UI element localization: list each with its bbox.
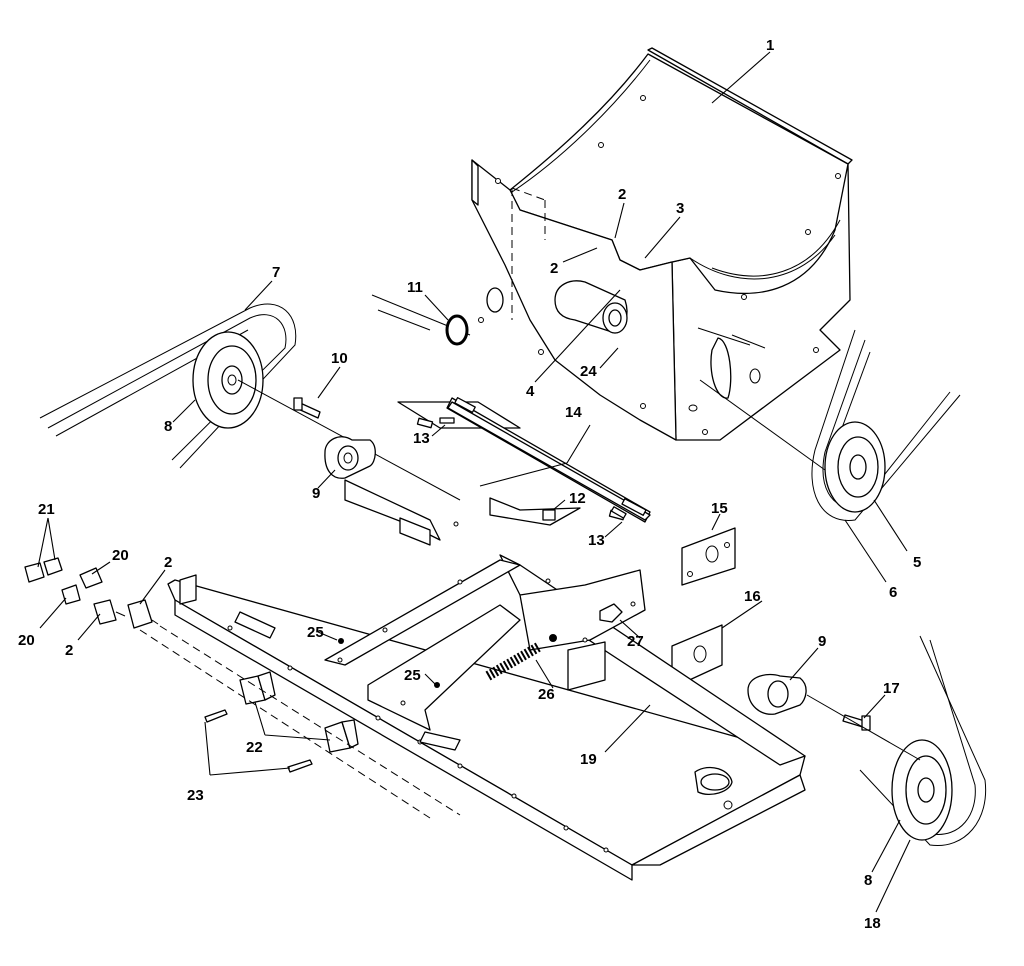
callout-2: 2 bbox=[550, 260, 558, 277]
callout-24: 24 bbox=[580, 363, 597, 380]
shaft-pin-keys bbox=[439, 397, 651, 521]
callout-9: 9 bbox=[312, 485, 320, 502]
callout-18: 18 bbox=[864, 915, 881, 932]
callout-2: 2 bbox=[618, 186, 626, 203]
right-top-pulley-belt bbox=[699, 329, 961, 521]
left-pulley-belt bbox=[39, 303, 461, 501]
callout-19: 19 bbox=[580, 751, 597, 768]
main-frame bbox=[167, 521, 806, 881]
callout-25: 25 bbox=[404, 667, 421, 684]
clamps-bolts bbox=[139, 625, 461, 819]
callout-2: 2 bbox=[65, 642, 73, 659]
callout-26: 26 bbox=[538, 686, 555, 703]
drive-shaft bbox=[371, 287, 504, 346]
callout-5: 5 bbox=[913, 554, 921, 571]
callout-14: 14 bbox=[565, 404, 582, 421]
callout-6: 6 bbox=[889, 584, 897, 601]
callout-12: 12 bbox=[569, 490, 586, 507]
left-fittings bbox=[24, 557, 159, 629]
bearing-right bbox=[747, 673, 921, 761]
callout-8: 8 bbox=[164, 418, 172, 435]
callout-17: 17 bbox=[883, 680, 900, 697]
callout-8: 8 bbox=[864, 872, 872, 889]
callout-9: 9 bbox=[818, 633, 826, 650]
callout-13: 13 bbox=[588, 532, 605, 549]
callout-7: 7 bbox=[272, 264, 280, 281]
callout-20: 20 bbox=[112, 547, 129, 564]
callout-11: 11 bbox=[407, 279, 423, 296]
housing-assembly bbox=[471, 47, 853, 441]
callout-4: 4 bbox=[526, 383, 535, 400]
callout-25: 25 bbox=[307, 624, 324, 641]
right-bottom-pulley-belt bbox=[859, 635, 987, 847]
callout-3: 3 bbox=[676, 200, 684, 217]
callout-21: 21 bbox=[38, 501, 55, 518]
bearing-left bbox=[293, 397, 376, 479]
callout-15: 15 bbox=[711, 500, 728, 517]
callout-10: 10 bbox=[331, 350, 348, 367]
callout-13: 13 bbox=[413, 430, 430, 447]
leader-lines bbox=[37, 51, 911, 913]
callout-23: 23 bbox=[187, 787, 204, 804]
callout-1: 1 bbox=[766, 37, 774, 54]
callout-20: 20 bbox=[18, 632, 35, 649]
callout-16: 16 bbox=[744, 588, 761, 605]
tension-spring bbox=[485, 603, 623, 681]
callout-22: 22 bbox=[246, 739, 263, 756]
callout-2: 2 bbox=[164, 554, 172, 571]
callout-27: 27 bbox=[627, 633, 644, 650]
callout-labels: 1 2 3 2 11 7 10 4 24 8 13 14 9 12 15 13 … bbox=[18, 37, 921, 932]
